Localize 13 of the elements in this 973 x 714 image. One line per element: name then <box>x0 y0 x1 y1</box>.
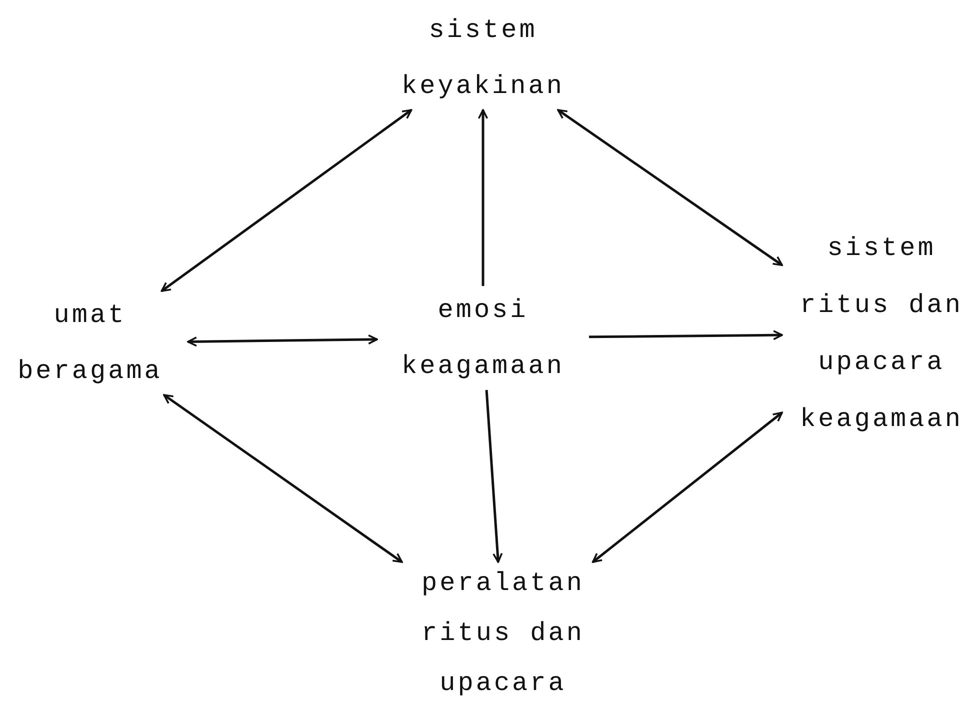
node-label: sistem ritus dan upacara keagamaan <box>799 232 964 436</box>
node-label: emosi keagamaan <box>400 294 566 383</box>
arrow <box>592 412 783 563</box>
arrow <box>588 330 783 340</box>
node-label: umat beragama <box>16 299 164 388</box>
arrow <box>485 390 503 563</box>
arrow <box>557 108 783 266</box>
arrow <box>163 394 403 564</box>
arrow <box>187 334 378 347</box>
arrow <box>160 108 412 292</box>
node-label: sistem keyakinan <box>400 14 566 103</box>
node-label: peralatan ritus dan upacara <box>420 567 586 700</box>
arrow <box>478 109 488 286</box>
